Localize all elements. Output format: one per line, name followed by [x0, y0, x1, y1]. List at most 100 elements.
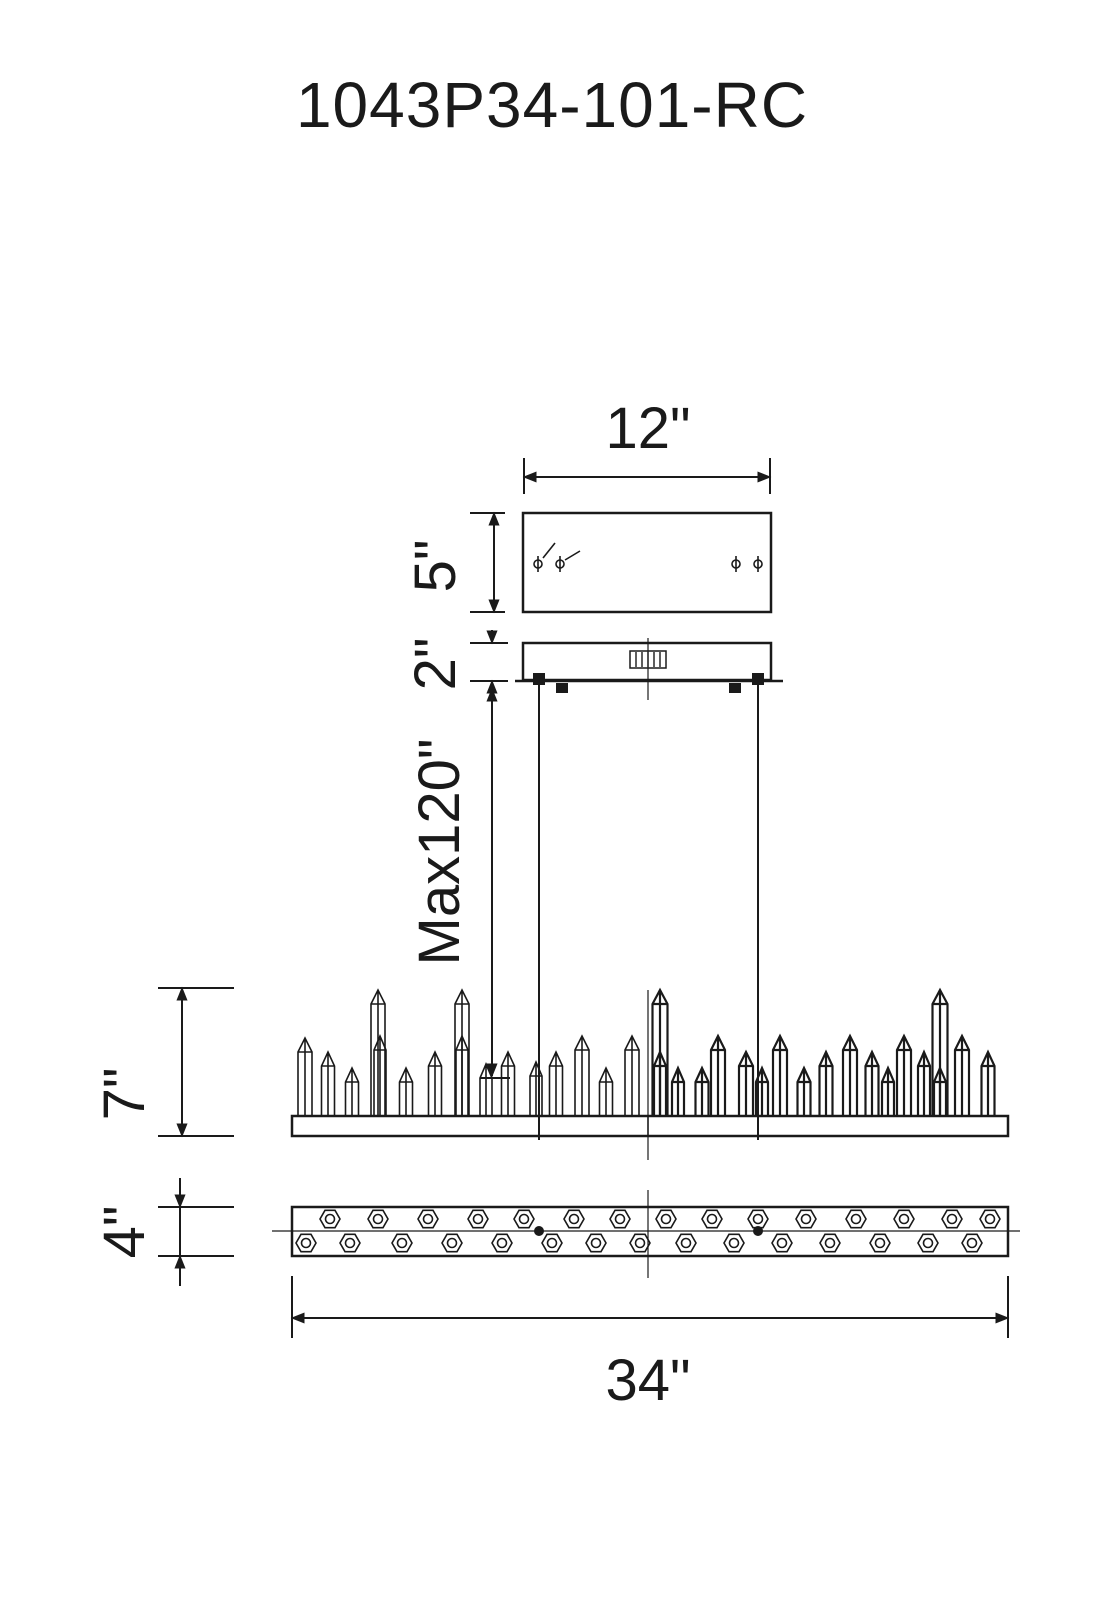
crystal-hexagon [295, 1233, 317, 1253]
crystal-hexagon-core [946, 1213, 958, 1225]
suspension-cables [538, 684, 759, 1140]
crystal-hexagon-core [728, 1237, 740, 1249]
crystal-rod [932, 1065, 948, 1116]
crystal-rod [529, 1059, 543, 1116]
crystal-hexagon-core [518, 1213, 530, 1225]
model-number: 1043P34-101-RC [295, 69, 809, 141]
crystal-rod [818, 1049, 834, 1116]
crystal-rod [370, 988, 386, 1116]
crystal-hexagon-core [824, 1237, 836, 1249]
crystal-hexagon-core [776, 1237, 788, 1249]
fixture-top-view [272, 1190, 1020, 1278]
canopy-plate [521, 511, 773, 614]
crystal-rod [574, 1034, 590, 1116]
crystal-hexagon-core [546, 1237, 558, 1249]
crystal-hexagon-core [634, 1237, 646, 1249]
crystal-hexagon-core [344, 1237, 356, 1249]
crystal-rod [297, 1036, 313, 1116]
crystal-hexagon-core [446, 1237, 458, 1249]
crystal-hexagon-core [752, 1213, 764, 1225]
crystal-hexagon [563, 1209, 585, 1229]
crystal-rod [694, 1065, 710, 1116]
crystal-rod [709, 1033, 727, 1116]
crystal-hexagon-core [396, 1237, 408, 1249]
fixture-width-label: 34" [605, 1348, 690, 1413]
crystal-rod [652, 1049, 668, 1116]
crystal-hexagon [723, 1233, 745, 1253]
crystal-hexagons [295, 1209, 1001, 1253]
crystal-hexagon-core [680, 1237, 692, 1249]
crystal-hexagon [771, 1233, 793, 1253]
crystal-hexagon [513, 1209, 535, 1229]
fixture-front-view [290, 987, 1010, 1160]
crystal-hexagon [893, 1209, 915, 1229]
crystal-rod [841, 1033, 859, 1116]
crystal-hexagon [845, 1209, 867, 1229]
crystal-hexagon [367, 1209, 389, 1229]
crystal-rod [598, 1066, 614, 1116]
canopy-height-label: 5" [403, 540, 468, 593]
crystal-hexagon-core [966, 1237, 978, 1249]
crystal-hexagon [961, 1233, 983, 1253]
crystal-hexagon [655, 1209, 677, 1229]
crystal-rod [344, 1066, 360, 1116]
crystal-hexagon [339, 1233, 361, 1253]
crystal-hexagon-core [660, 1213, 672, 1225]
crystal-hexagon [467, 1209, 489, 1229]
crystal-hexagon [585, 1233, 607, 1253]
crystal-hexagon [917, 1233, 939, 1253]
crystal-rod [320, 1050, 336, 1116]
crystal-rod [624, 1034, 640, 1116]
crystal-rod [373, 1033, 387, 1116]
crystal-hexagon [319, 1209, 341, 1229]
crystal-hexagon [979, 1209, 1001, 1229]
crystal-rod [880, 1065, 896, 1116]
crystal-hexagon-core [850, 1213, 862, 1225]
crystal-hexagon-core [614, 1213, 626, 1225]
canopy-depth-dimension [470, 630, 508, 694]
crystal-hexagon [819, 1233, 841, 1253]
crystal-hexagon [491, 1233, 513, 1253]
crystal-rod [455, 1033, 469, 1116]
crystal-hexagon [675, 1233, 697, 1253]
crystal-hexagon-core [472, 1213, 484, 1225]
crystal-rod [953, 1033, 971, 1116]
crystal-rod [670, 1065, 686, 1116]
crystal-hexagon-core [300, 1237, 312, 1249]
crystal-rod [796, 1065, 812, 1116]
canopy-side-view [515, 638, 783, 700]
crystal-hexagon [441, 1233, 463, 1253]
crystal-hexagon [541, 1233, 563, 1253]
canopy-depth-label: 2" [403, 638, 468, 691]
crystal-rod [500, 1050, 516, 1116]
crystal-hexagon-core [372, 1213, 384, 1225]
fixture-width-dimension [290, 1276, 1010, 1338]
max-drop-label: Max120" [407, 739, 472, 966]
canopy-width-label: 12" [605, 396, 690, 461]
crystal-hexagon-core [568, 1213, 580, 1225]
fixture-depth-dimension [158, 1178, 234, 1286]
crystal-rod [548, 1050, 564, 1116]
crystal-rod [754, 1065, 770, 1116]
fixture-height-label: 7" [92, 1068, 157, 1121]
crystal-rod [864, 1049, 880, 1116]
crystal-hexagon [629, 1233, 651, 1253]
crystal-hexagon-core [422, 1213, 434, 1225]
crystal-hexagon-core [874, 1237, 886, 1249]
crystal-hexagon-core [590, 1237, 602, 1249]
max-drop-dimension [480, 687, 510, 1079]
crystal-hexagon-core [922, 1237, 934, 1249]
crystal-hexagon [609, 1209, 631, 1229]
crystal-rods [297, 987, 996, 1116]
crystal-rod [398, 1066, 414, 1116]
crystal-hexagon-core [984, 1213, 996, 1225]
crystal-hexagon [417, 1209, 439, 1229]
crystal-hexagon-core [898, 1213, 910, 1225]
crystal-rod [737, 1049, 755, 1116]
crystal-hexagon [941, 1209, 963, 1229]
crystal-hexagon [869, 1233, 891, 1253]
crystal-hexagon-core [496, 1237, 508, 1249]
crystal-rod [916, 1049, 932, 1116]
fixture-depth-label: 4" [92, 1206, 157, 1259]
